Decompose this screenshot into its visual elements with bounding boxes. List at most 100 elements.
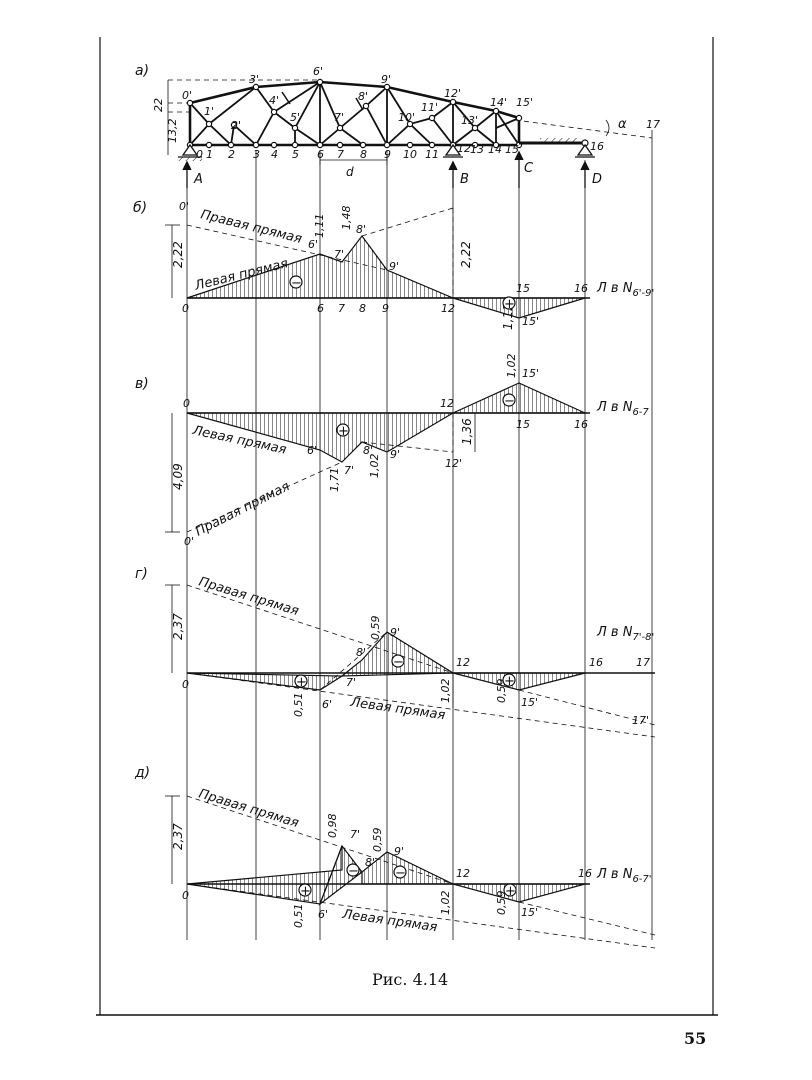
panel-b-pt-8p: 8' (356, 223, 366, 236)
node-6p: 6' (313, 65, 323, 78)
panel-d-sign-plus-right: + (505, 884, 516, 899)
panel-b-title: Л в N6'-9' (596, 281, 654, 299)
truss-panel-label: а) (135, 63, 149, 79)
panel-d-pt-12: 12 (456, 867, 470, 880)
node-9p: 9' (381, 73, 391, 86)
panel-b-pt-15: 15 (516, 282, 530, 295)
node-7: 7 (337, 148, 344, 161)
panel-g-pt-15p: 15' (521, 696, 538, 709)
panel-b-value-12: 2,22 (459, 241, 473, 268)
node-15: 15 (505, 143, 519, 156)
panel-b-sign-minus: − (291, 276, 302, 291)
panel-g-title: Л в N7'-8' (596, 625, 654, 643)
panel-v-title: Л в N6-7 (596, 400, 649, 418)
node-9: 9 (384, 148, 391, 161)
panel-b-value-8p: 1,48 (340, 206, 353, 231)
panel-b-sign-plus: + (504, 297, 515, 312)
panel-v-value-left: 4,09 (171, 463, 185, 490)
truss-web (189, 81, 520, 146)
node-4p: 4' (269, 94, 279, 107)
node-12p: 12' (444, 87, 461, 100)
panel-g-pt-17: 17 (636, 656, 650, 669)
panel-b-pt-12: 12 (441, 302, 455, 315)
node-15p: 15' (516, 96, 533, 109)
panel-v-sign-plus: + (338, 424, 349, 439)
node-0: 0 (196, 148, 203, 161)
panel-g-value-9p: 0,59 (369, 616, 382, 641)
node-8: 8 (360, 148, 367, 161)
panel-v-pt-7p: 7' (344, 464, 354, 477)
node-10p: 10' (398, 111, 415, 124)
node-8p: 8' (358, 90, 368, 103)
panel-g-pt-8p: 8' (356, 646, 366, 659)
panel-b-pt-9p: 9' (389, 260, 399, 273)
node-16: 16 (590, 140, 604, 153)
panel-b-pt-15p: 15' (522, 315, 539, 328)
influence-line-d: д) 2,37 0,98 0,59 0,51 1,02 0,59 Правая … (134, 765, 656, 949)
panel-b-pt-6: 6 (317, 302, 324, 315)
panel-v-pt-0: 0 (183, 397, 190, 410)
panel-d-pt-9p: 9' (394, 845, 404, 858)
node-11: 11 (425, 148, 439, 161)
node-13p: 13' (461, 114, 478, 127)
panel-d-value-8p: 0,59 (371, 828, 384, 853)
panel-v-label: в) (135, 376, 149, 392)
panel-g-value-6p: 0,51 (292, 693, 305, 718)
page-number: 55 (684, 1029, 706, 1048)
panel-g-pt-9p: 9' (390, 626, 400, 639)
node-6: 6 (317, 148, 324, 161)
panel-b-positive-area (452, 297, 586, 319)
node-4: 4 (271, 148, 278, 161)
panel-b-pt-0: 0 (182, 302, 189, 315)
panel-d-value-6p: 0,51 (292, 904, 305, 929)
panel-d-sign-minus-b: − (395, 866, 406, 881)
node-11p: 11' (421, 101, 438, 114)
support-C: C (524, 161, 534, 176)
panel-b-value-6p: 1,11 (313, 214, 326, 239)
panel-d-positive-area-right (452, 883, 586, 903)
panel-b-pt-7p: 7' (334, 248, 344, 261)
node-14p: 14' (490, 96, 507, 109)
panel-d-value-15: 0,59 (495, 891, 508, 916)
panel-b-pt-8: 8 (359, 302, 366, 315)
panel-v-right-line: Правая прямая (193, 479, 292, 540)
panel-g-pt-17p: 17' (632, 714, 649, 727)
panel-v-pt-12p: 12' (445, 457, 462, 470)
panel-v-value-7p: 1,71 (328, 468, 341, 493)
panel-b-pt-9: 9 (382, 302, 389, 315)
panel-g-pt-0: 0 (182, 678, 189, 691)
panel-d-positive-area-left (186, 845, 343, 905)
panel-g-sign-minus: − (393, 655, 404, 670)
node-0p: 0' (182, 89, 192, 102)
truss-supports (178, 143, 595, 188)
panel-d-left-line: Левая прямая (340, 907, 438, 935)
panel-v-pt-15p: 15' (522, 367, 539, 380)
panel-b-pt-16: 16 (574, 282, 588, 295)
node-3: 3 (253, 148, 260, 161)
panel-d-pt-7p: 7' (350, 828, 360, 841)
panel-v-pt-8p: 8' (363, 444, 373, 457)
panel-b-value-15: 1,12 (501, 303, 515, 330)
panel-v-pt-15: 15 (516, 418, 530, 431)
panel-g-pt-6p: 6' (322, 698, 332, 711)
support-A: A (193, 172, 203, 187)
panel-d-sign-plus-left: + (300, 884, 311, 899)
figure-caption: Рис. 4.14 (372, 970, 448, 989)
truss-angle-alpha: α (618, 117, 627, 132)
panel-g-sign-plus-left: + (296, 675, 307, 690)
panel-b-pt-6p: 6' (308, 238, 318, 251)
panel-d-right-line: Правая прямая (197, 786, 301, 831)
influence-line-b: б) 2,22 1,11 1,48 2,22 1,12 Правая пряма… (133, 200, 654, 330)
node-13: 13 (470, 143, 484, 156)
truss-panel-d: d (346, 165, 354, 179)
panel-b-pt-0p: 0' (179, 200, 189, 213)
panel-g-positive-area-right (452, 672, 586, 691)
node-7p: 7' (334, 111, 344, 124)
node-10: 10 (403, 148, 417, 161)
panel-g-value-left: 2,37 (171, 613, 185, 640)
panel-g-positive-area-left (186, 672, 344, 691)
node-3p: 3' (249, 73, 259, 86)
panel-b-pt-7: 7 (338, 302, 345, 315)
node-1: 1 (206, 148, 213, 161)
